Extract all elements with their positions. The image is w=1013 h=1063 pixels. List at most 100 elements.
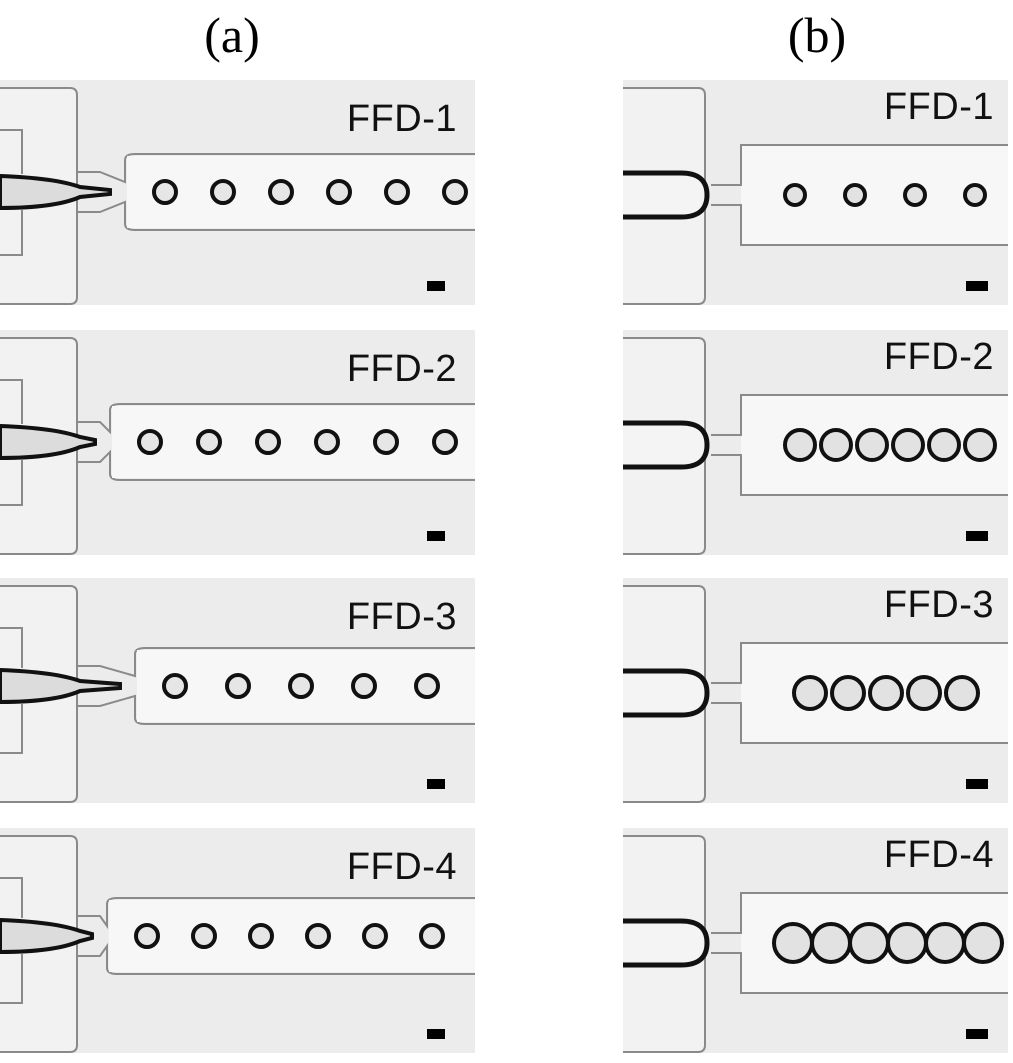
droplet (855, 428, 889, 462)
droplet (373, 429, 399, 455)
outlet-channel-wall (77, 897, 475, 975)
droplet (903, 183, 927, 207)
micrograph-a4 (0, 828, 475, 1053)
dispersed-phase-front (623, 170, 710, 220)
droplet (225, 673, 251, 699)
micrograph-b4 (623, 828, 1008, 1053)
droplet (792, 675, 828, 711)
micrograph-panel-a4: FFD-4 (0, 828, 475, 1053)
droplet (314, 429, 340, 455)
micrograph-panel-a3: FFD-3 (0, 578, 475, 803)
micrograph-panel-a1: FFD-1 (0, 80, 475, 305)
micrograph-a2 (0, 330, 475, 555)
scale-bar (427, 281, 445, 291)
outlet-channel (127, 156, 475, 228)
outlet-channel-wall (711, 892, 1008, 994)
droplet (963, 428, 997, 462)
side-inlet (0, 627, 23, 754)
dispersed-phase-thread (0, 917, 94, 955)
droplet (843, 183, 867, 207)
outlet-channel (112, 406, 475, 478)
outlet-channel-wall (77, 403, 475, 481)
droplet (868, 675, 904, 711)
scale-bar (966, 281, 988, 291)
dispersed-phase-thread (0, 667, 122, 705)
droplet (210, 179, 236, 205)
droplet (810, 922, 852, 964)
panel-label: FFD-4 (346, 846, 457, 888)
droplet (848, 922, 890, 964)
droplet (819, 428, 853, 462)
panel-label: FFD-4 (883, 834, 994, 876)
droplet (191, 923, 217, 949)
micrograph-a1 (0, 80, 475, 305)
droplet (152, 179, 178, 205)
droplet (248, 923, 274, 949)
droplet (414, 673, 440, 699)
droplet (305, 923, 331, 949)
panel-label: FFD-3 (346, 596, 457, 638)
droplet (830, 675, 866, 711)
micrograph-b1 (623, 80, 1008, 305)
droplet (268, 179, 294, 205)
panel-label: FFD-3 (883, 584, 994, 626)
micrograph-panel-b3: FFD-3 (623, 578, 1008, 803)
droplet (944, 675, 980, 711)
droplet (906, 675, 942, 711)
droplet (891, 428, 925, 462)
droplet (927, 428, 961, 462)
droplet (288, 673, 314, 699)
dispersed-phase-thread (0, 173, 112, 211)
scale-bar (966, 531, 988, 541)
dispersed-phase-front (623, 420, 710, 470)
dispersed-phase-thread (0, 423, 97, 461)
droplet (442, 179, 468, 205)
outlet-channel-wall (77, 647, 475, 725)
outlet-channel-wall (77, 153, 475, 231)
micrograph-panel-b1: FFD-1 (623, 80, 1008, 305)
scale-bar (966, 779, 988, 789)
outlet-channel (109, 900, 475, 972)
droplet (962, 922, 1004, 964)
micrograph-b2 (623, 330, 1008, 555)
outlet-channel-wall (711, 144, 1008, 246)
droplet (162, 673, 188, 699)
side-inlet (0, 129, 23, 256)
droplet (362, 923, 388, 949)
dispersed-phase-front (623, 918, 710, 968)
panel-label: FFD-2 (346, 348, 457, 390)
scale-bar (427, 1029, 445, 1039)
droplet (255, 429, 281, 455)
droplet (351, 673, 377, 699)
scale-bar (427, 531, 445, 541)
micrograph-panel-a2: FFD-2 (0, 330, 475, 555)
micrograph-a3 (0, 578, 475, 803)
dispersed-phase-front (623, 668, 710, 718)
droplet (783, 428, 817, 462)
panel-label: FFD-1 (346, 98, 457, 140)
droplet (772, 922, 814, 964)
droplet (137, 429, 163, 455)
outlet-channel-wall (711, 642, 1008, 744)
micrograph-panel-b4: FFD-4 (623, 828, 1008, 1053)
droplet (432, 429, 458, 455)
droplet (326, 179, 352, 205)
column-label-a: (a) (204, 7, 260, 63)
panel-label: FFD-1 (883, 86, 994, 128)
panel-label: FFD-2 (883, 336, 994, 378)
column-label-b: (b) (787, 7, 847, 63)
side-inlet (0, 877, 23, 1004)
micrograph-b3 (623, 578, 1008, 803)
scale-bar (427, 779, 445, 789)
droplet (783, 183, 807, 207)
droplet (196, 429, 222, 455)
droplet (419, 923, 445, 949)
droplet (384, 179, 410, 205)
scale-bar (966, 1029, 988, 1039)
droplet (886, 922, 928, 964)
outlet-channel-wall (711, 394, 1008, 496)
droplet (134, 923, 160, 949)
side-inlet (0, 379, 23, 506)
droplet (963, 183, 987, 207)
micrograph-panel-b2: FFD-2 (623, 330, 1008, 555)
